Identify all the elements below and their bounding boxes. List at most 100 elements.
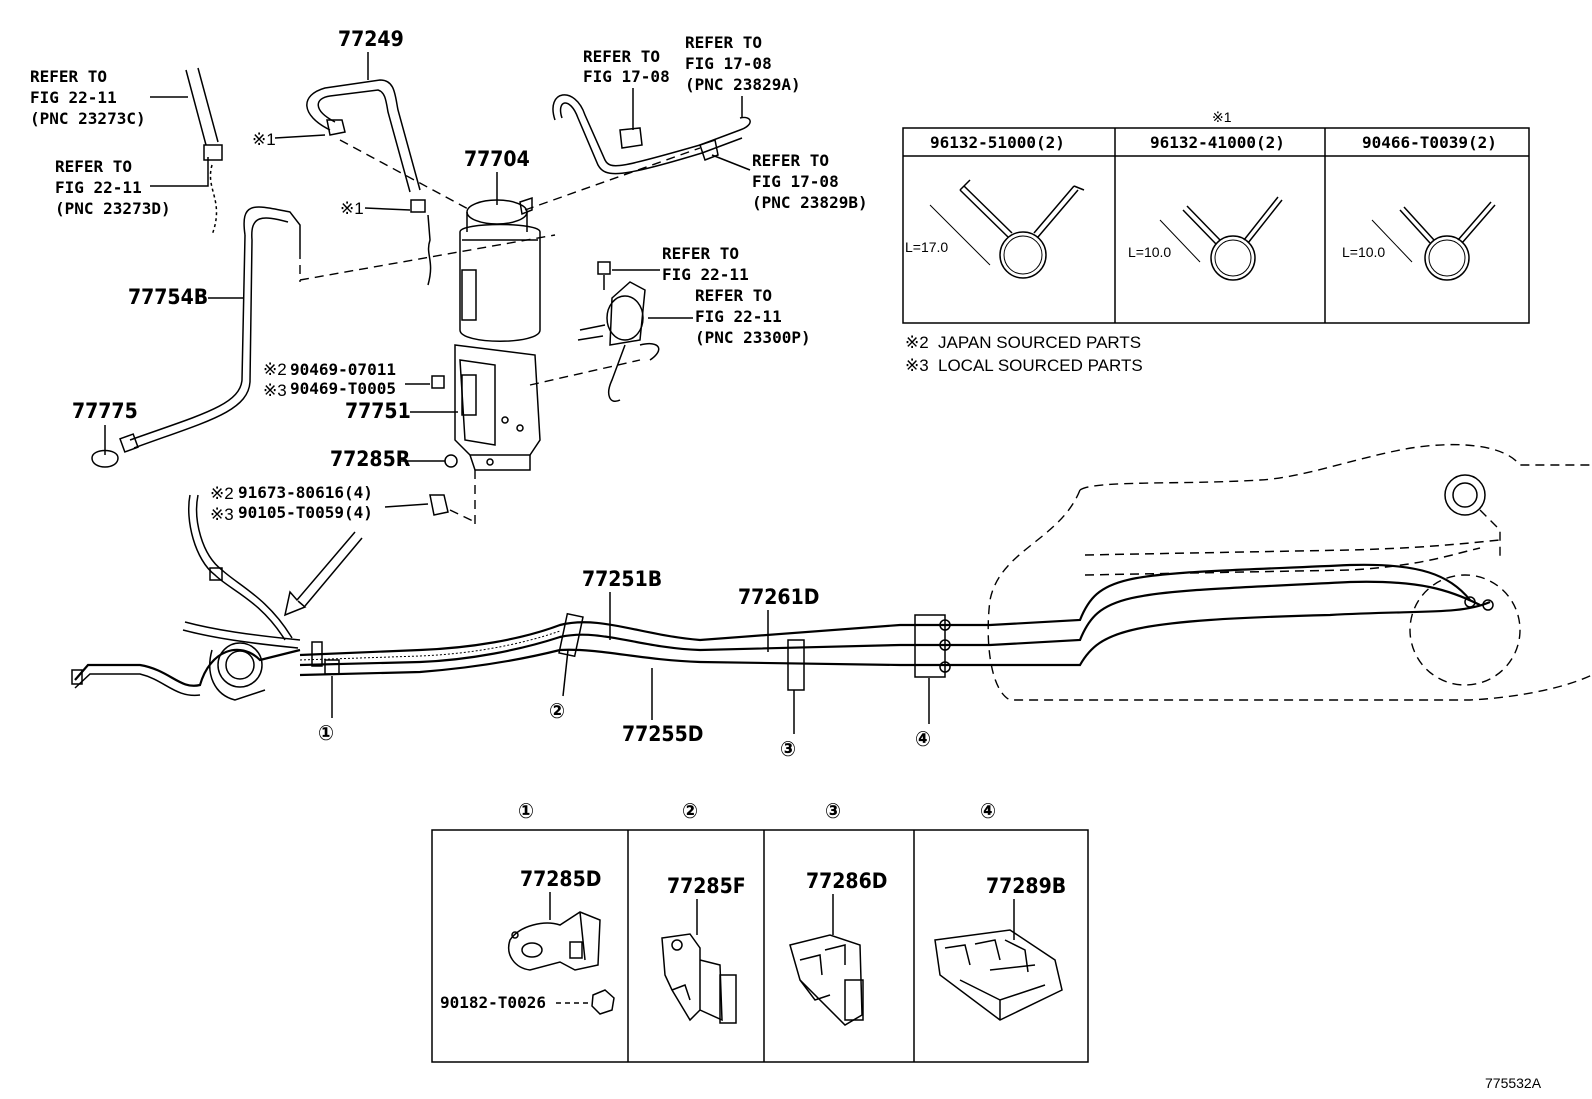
dashed-guide xyxy=(524,147,701,211)
hose-77754B-inner xyxy=(133,239,253,449)
part-77704: 77704 xyxy=(464,147,530,171)
dashed-guide xyxy=(339,139,471,211)
clip-table: 96132-51000(2) 96132-41000(2) 90466-T003… xyxy=(902,127,1530,324)
part-77285F: 77285F xyxy=(667,874,746,898)
clip-drawing-1: L=17.0 xyxy=(905,179,1085,279)
svg-text:L=17.0: L=17.0 xyxy=(905,239,948,255)
refer-block-23273D: REFER TO FIG 22-11 (PNC 23273D) xyxy=(55,157,171,218)
refer-line: (PNC 23273C) xyxy=(30,109,146,128)
svg-text:(PNC 23829A): (PNC 23829A) xyxy=(685,75,801,94)
refer-line: FIG 22-11 xyxy=(55,178,142,197)
refer-block-23273C: REFER TO FIG 22-11 (PNC 23273C) xyxy=(30,67,146,128)
table-header: 96132-41000(2) xyxy=(1150,133,1285,152)
refer-block-23300P: REFER TO FIG 22-11 (PNC 23300P) xyxy=(695,286,811,347)
note-mark: ※1 xyxy=(340,199,364,218)
hose-77249 xyxy=(306,79,421,191)
clip-drawing-3: L=10.0 xyxy=(1342,201,1496,281)
svg-text:REFER TO: REFER TO xyxy=(662,244,739,263)
svg-text:※2: ※2 xyxy=(905,333,929,352)
bolt xyxy=(429,494,449,516)
leader-line xyxy=(150,157,209,187)
hose-clamp xyxy=(203,144,223,161)
leader-line xyxy=(384,503,429,508)
part-90469-T0005: 90469-T0005 xyxy=(290,379,396,398)
part-77289B: 77289B xyxy=(986,874,1066,898)
svg-text:FIG 17-08: FIG 17-08 xyxy=(685,54,772,73)
note-mark: ※1 xyxy=(252,130,276,149)
refer-block-17-08: REFER TO FIG 17-08 xyxy=(583,47,670,86)
svg-text:LOCAL SOURCED PARTS: LOCAL SOURCED PARTS xyxy=(938,356,1143,375)
hose-end xyxy=(119,433,139,453)
part-77249: 77249 xyxy=(338,27,404,51)
svg-text:(PNC 23300P): (PNC 23300P) xyxy=(695,328,811,347)
canister-77704 xyxy=(459,196,541,342)
part-77286D: 77286D xyxy=(806,869,887,893)
part-90105-T0059: 90105-T0059(4) xyxy=(238,503,373,522)
hose-clamp xyxy=(699,139,719,161)
hose-clip xyxy=(619,127,643,149)
detail-num-1: ① xyxy=(518,799,534,823)
svg-text:FIG 17-08: FIG 17-08 xyxy=(583,67,670,86)
bracket-77751 xyxy=(454,344,541,471)
hose-evap xyxy=(552,94,751,167)
fuel-lines xyxy=(71,494,1501,701)
clip-77286D xyxy=(789,934,864,1026)
clip-77775 xyxy=(91,449,119,468)
hose-77754B-top-inner xyxy=(251,217,289,241)
line-end xyxy=(71,669,83,685)
detail-num-3: ③ xyxy=(825,799,841,823)
hose-clamp xyxy=(326,119,346,136)
part-91673-80616: 91673-80616(4) xyxy=(238,483,373,502)
nut-90182 xyxy=(591,989,615,1015)
svg-text:REFER TO: REFER TO xyxy=(695,286,772,305)
note-mark: ※3 xyxy=(263,381,287,400)
callout-3: ③ xyxy=(780,737,796,761)
grommet xyxy=(444,454,458,468)
nut xyxy=(431,375,445,389)
svg-text:(PNC 23829B): (PNC 23829B) xyxy=(752,193,868,212)
clip-77289B xyxy=(934,929,1063,1021)
detail-table xyxy=(431,829,1089,1063)
note-mark: ※2 xyxy=(210,484,234,503)
figure-id: 775532A xyxy=(1485,1075,1542,1091)
location-arrow-shaft xyxy=(304,537,363,607)
hose-evap-inner xyxy=(559,102,743,175)
hose-segment xyxy=(185,67,219,146)
note-mark: ※3 xyxy=(210,505,234,524)
dashed-guide xyxy=(299,234,556,281)
refer-line: (PNC 23273D) xyxy=(55,199,171,218)
detail-num-2: ② xyxy=(682,799,698,823)
callout-2: ② xyxy=(549,699,565,723)
hose-77249-inner xyxy=(317,89,411,193)
svg-text:FIG 17-08: FIG 17-08 xyxy=(752,172,839,191)
svg-text:L=10.0: L=10.0 xyxy=(1128,244,1171,260)
refer-line: REFER TO xyxy=(30,67,107,86)
dashed-guide xyxy=(449,509,476,523)
part-77775: 77775 xyxy=(72,399,138,423)
clip-77285F xyxy=(661,933,737,1024)
svg-text:REFER TO: REFER TO xyxy=(685,33,762,52)
table-header: 96132-51000(2) xyxy=(930,133,1065,152)
part-77285R: 77285R xyxy=(330,447,411,471)
leader-line xyxy=(562,649,569,697)
part-77251B: 77251B xyxy=(582,567,662,591)
part-77261D: 77261D xyxy=(738,585,819,609)
svg-text:REFER TO: REFER TO xyxy=(583,47,660,66)
leader-line xyxy=(711,154,751,171)
part-90469-07011: 90469-07011 xyxy=(290,360,396,379)
table-header: 90466-T0039(2) xyxy=(1362,133,1497,152)
location-arrow xyxy=(283,531,356,617)
part-77751: 77751 xyxy=(345,399,411,423)
fuel-tank-outline xyxy=(987,443,1592,701)
svg-text:FIG 22-11: FIG 22-11 xyxy=(662,265,749,284)
hose-77754B-top xyxy=(243,206,301,250)
part-77285D: 77285D xyxy=(520,867,601,891)
table-mark: ※1 xyxy=(1212,109,1232,125)
svg-text:L=10.0: L=10.0 xyxy=(1342,244,1385,260)
dashed-guide xyxy=(529,359,641,386)
svg-text:FIG 22-11: FIG 22-11 xyxy=(695,307,782,326)
refer-line: FIG 22-11 xyxy=(30,88,117,107)
part-77255D: 77255D xyxy=(622,722,703,746)
refer-block-22-11: REFER TO FIG 22-11 xyxy=(662,244,749,284)
wire xyxy=(209,164,218,236)
